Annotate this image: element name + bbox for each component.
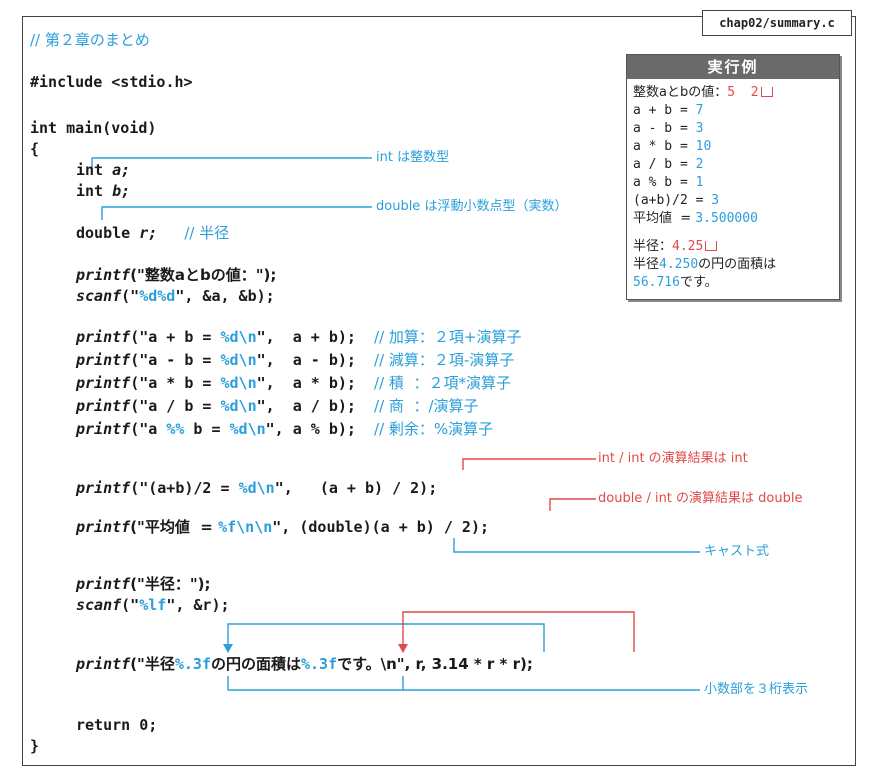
code-printf-prompt: printf("整数aとbの値："); [76,266,277,284]
code-decl-a: int a; [76,161,131,179]
example-line-avg-int: (a+b)/2 = 3 [633,193,720,208]
code-area-line: printf("半径%.3fの円の面積は%.3fです。\n", r, 3.14 … [76,655,533,673]
enter-key-icon [760,87,773,97]
code-avg-double-line: printf("平均値 = %f\n\n", (double)(a + b) /… [76,518,490,536]
example-line-area-2: 56.716です。 [633,275,718,290]
example-line-add: a + b = 7 [633,103,704,118]
code-return-line: return 0; [76,716,158,734]
example-line-input-ab: 整数aとbの値：5 2 [633,85,773,101]
code-open-brace: { [30,140,40,158]
example-line-area-1: 半径4.250の円の面積は [633,257,777,272]
code-add-line: printf("a + b = %d\n", a + b); // 加算：２項+… [76,328,522,346]
example-line-avg-double: 平均値 = 3.500000 [633,211,758,226]
filename-label: chap02/summary.c [702,10,852,36]
code-decl-b: int b; [76,182,131,200]
execution-example-title: 実行例 [627,55,839,79]
int-division-note: int / int の演算結果は int [598,451,748,466]
example-line-sub: a - b = 3 [633,121,704,136]
double-type-note: double は浮動小数点型（実数） [376,199,568,214]
example-line-mod: a % b = 1 [633,175,704,190]
code-sub-line: printf("a - b = %d\n", a - b); // 減算：２項-… [76,351,515,369]
example-line-div: a / b = 2 [633,157,704,172]
cast-expression-note: キャスト式 [704,544,770,559]
code-printf-radius: printf("半径："); [76,575,211,593]
int-type-note: int は整数型 [376,150,450,165]
code-comment-line: // 第２章のまとめ [30,31,150,49]
double-division-note: double / int の演算結果は double [598,491,803,506]
execution-example-panel: 実行例 整数aとbの値：5 2 a + b = 7 a - b = 3 a * … [626,54,840,300]
code-avg-int-line: printf("(a+b)/2 = %d\n", (a + b) / 2); [76,479,438,497]
example-line-mul: a * b = 10 [633,139,712,154]
code-mul-line: printf("a * b = %d\n", a * b); // 積 ：２項*… [76,374,511,392]
code-mod-line: printf("a %% b = %d\n", a % b); // 剰余：%演… [76,420,494,438]
example-line-input-radius: 半径：4.25 [633,239,718,255]
code-decl-r: double r; // 半径 [76,224,230,242]
enter-key-icon [705,241,718,251]
code-include-line: #include <stdio.h> [30,73,193,91]
code-div-line: printf("a / b = %d\n", a / b); // 商 ：/演算… [76,397,479,415]
code-close-brace: } [30,737,40,755]
code-main-line: int main(void) [30,119,157,137]
code-scanf-ab: scanf("%d%d", &a, &b); [76,287,275,305]
code-scanf-radius: scanf("%lf", &r); [76,596,230,614]
decimal-digits-note: 小数部を３桁表示 [704,682,809,697]
